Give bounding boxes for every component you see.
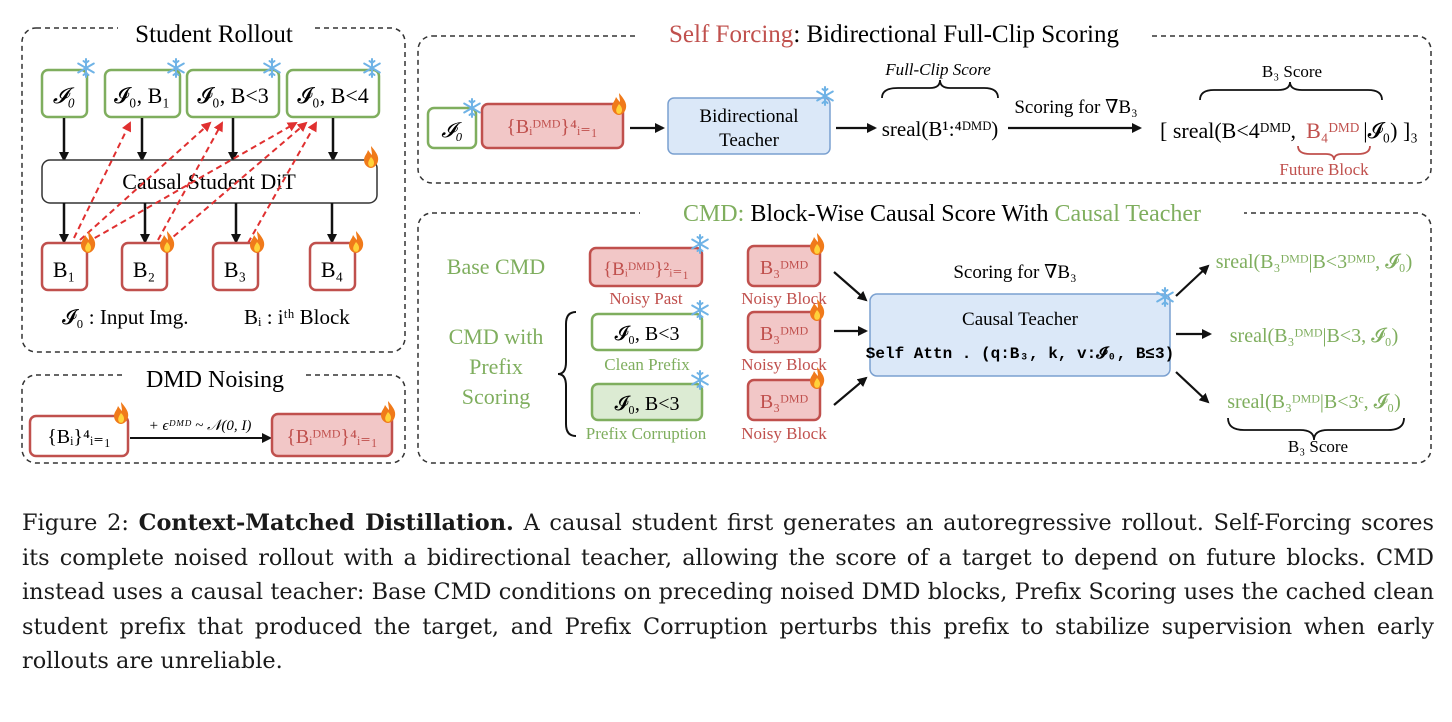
- sf-scoring-label: Scoring for ∇B₃: [1014, 97, 1137, 118]
- self-forcing-panel: Self Forcing: Bidirectional Full-Clip Sc…: [417, 18, 1432, 184]
- student-rollout-title: Student Rollout: [135, 21, 293, 48]
- figure-caption: Figure 2: Context-Matched Distillation. …: [22, 506, 1434, 679]
- block-1: B₁: [53, 257, 75, 282]
- sf-score: sreal(B¹:⁴ᴰᴹᴰ): [882, 117, 998, 141]
- cmd-row3-box: 𝓘₀, B<3: [614, 393, 679, 415]
- cmd-output-2: sreal(B₃ᴰᴹᴰ|B<3, 𝓘₀): [1230, 325, 1399, 347]
- caption-figure-no: Figure 2:: [22, 510, 129, 536]
- block-3: B₃: [224, 257, 246, 282]
- top-box-3: 𝓘₀, B<3: [197, 83, 269, 108]
- cmd-b3-score-label: B₃ Score: [1288, 437, 1348, 456]
- sf-final-score: [ sreal(B<4ᴰᴹᴰ,B₄ᴰᴹᴰ|𝓘₀) ]₃: [1160, 118, 1418, 143]
- prefix-label-2: Prefix: [469, 354, 523, 379]
- noisy-block-1: B₃ᴰᴹᴰ: [760, 257, 809, 279]
- noising-noise-label: + ϵᴰᴹᴰ ~ 𝒩(0, I): [149, 418, 252, 434]
- cmd-row3-caption: Prefix Corruption: [586, 424, 707, 443]
- cmd-row1-caption: Noisy Past: [609, 289, 682, 308]
- dmd-noising-panel: DMD Noising {Bᵢ}⁴ᵢ₌₁ + ϵᴰᴹᴰ ~ 𝒩(0, I) {B…: [21, 364, 406, 464]
- dmd-noising-title: DMD Noising: [146, 367, 284, 393]
- prefix-label-1: CMD with: [449, 324, 544, 349]
- legend-input: 𝓘₀ : Input Img.: [62, 305, 189, 329]
- feedback-arrows: [73, 121, 317, 244]
- causal-teacher-title: Causal Teacher: [962, 309, 1079, 330]
- noising-left-box: {Bᵢ}⁴ᵢ₌₁: [47, 426, 111, 448]
- top-box-4: 𝓘₀, B<4: [297, 83, 369, 108]
- bi-teacher-line2: Teacher: [719, 130, 780, 151]
- sf-input-box: 𝓘₀: [441, 118, 463, 142]
- noisy-block-2: B₃ᴰᴹᴰ: [760, 323, 809, 345]
- from-teacher-arrows: [1175, 264, 1212, 404]
- dit-to-block-arrows: [59, 203, 337, 244]
- top-box-2: 𝓘₀, B₁: [114, 83, 170, 108]
- caption-body: A causal student first generates an auto…: [22, 510, 1435, 674]
- causal-teacher-attn: Self Attn . (q:B₃, k, v:𝓘₀, B≤3): [866, 345, 1174, 363]
- self-forcing-title: Self Forcing: Bidirectional Full-Clip Sc…: [669, 21, 1119, 48]
- block-4: B₄: [321, 257, 343, 282]
- bi-teacher-line1: Bidirectional: [699, 106, 798, 127]
- student-top-boxes: 𝓘₀ 𝓘₀, B₁ 𝓘₀, B<3 𝓘₀, B<4: [40, 58, 381, 119]
- sf-b3-score-label: B₃ Score: [1262, 62, 1322, 81]
- block-2: B₂: [133, 257, 155, 282]
- to-teacher-arrows: [833, 271, 868, 406]
- noisy-block-1-caption: Noisy Block: [741, 289, 827, 308]
- top-to-dit-arrows: [59, 118, 338, 162]
- noisy-blocks: B₃ᴰᴹᴰ Noisy Block B₃ᴰᴹᴰ Noisy Block B₃ᴰᴹ…: [741, 233, 827, 443]
- cmd-panel: CMD: Block-Wise Causal Score With Causal…: [417, 198, 1432, 464]
- causal-student-dit-box: [41, 159, 378, 204]
- student-rollout-panel: Student Rollout 𝓘₀ 𝓘₀, B₁ 𝓘₀, B<3 𝓘₀, B<…: [21, 14, 406, 353]
- noisy-block-3: B₃ᴰᴹᴰ: [760, 391, 809, 413]
- noising-right-box: {Bᵢᴰᴹᴰ}⁴ᵢ₌₁: [286, 426, 378, 448]
- prefix-label-3: Scoring: [462, 384, 530, 409]
- student-blocks: B₁ B₂ B₃ B₄: [40, 231, 364, 292]
- cmd-scoring-label: Scoring for ∇B₃: [953, 262, 1076, 283]
- causal-teacher-box: [869, 293, 1171, 377]
- cmd-title: CMD: Block-Wise Causal Score With Causal…: [683, 201, 1201, 227]
- noisy-block-2-caption: Noisy Block: [741, 355, 827, 374]
- full-clip-score-label: Full-Clip Score: [884, 60, 991, 79]
- future-block-label: Future Block: [1279, 160, 1369, 179]
- noisy-block-3-caption: Noisy Block: [741, 424, 827, 443]
- legend-block: Bᵢ : iᵗʰ Block: [244, 305, 350, 329]
- cmd-row2-box: 𝓘₀, B<3: [614, 323, 679, 345]
- top-box-1: 𝓘₀: [53, 83, 76, 108]
- caption-bold: Context-Matched Distillation.: [138, 510, 514, 536]
- sf-blocks-box: {Bᵢᴰᴹᴰ}⁴ᵢ₌₁: [506, 116, 598, 138]
- cmd-output-3: sreal(B₃ᴰᴹᴰ|B<3ᶜ, 𝓘₀): [1227, 391, 1401, 413]
- cmd-row1-box: {Bᵢᴰᴹᴰ}²ᵢ₌₁: [603, 259, 689, 280]
- base-cmd-label: Base CMD: [447, 254, 545, 279]
- bidirectional-teacher-box: [667, 97, 831, 155]
- cmd-output-1: sreal(B₃ᴰᴹᴰ|B<3ᴰᴹᴰ, 𝓘₀): [1216, 251, 1412, 273]
- cmd-row2-caption: Clean Prefix: [604, 355, 690, 374]
